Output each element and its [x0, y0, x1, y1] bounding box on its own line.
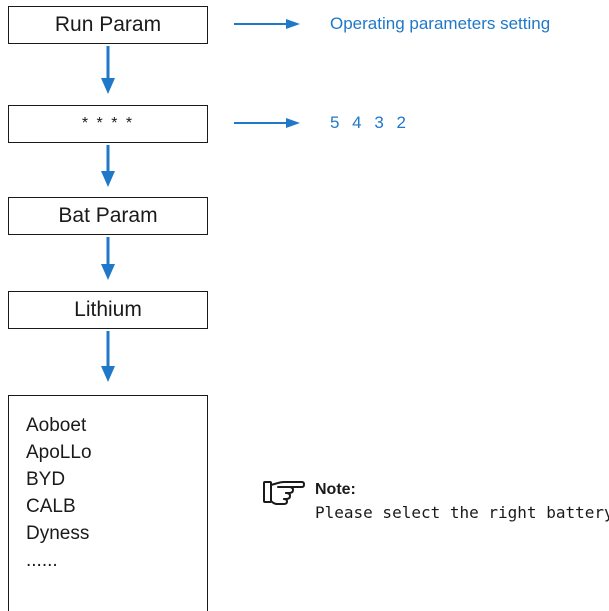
run-param-label: Run Param	[54, 13, 162, 36]
annotation-arrow-op	[234, 19, 300, 29]
list-item: BYD	[26, 469, 66, 490]
list-item-ellipsis: ......	[26, 550, 58, 571]
password-label: * * * *	[81, 115, 135, 132]
run-param-box: Run Param	[8, 6, 208, 44]
flow-arrow-4	[101, 331, 115, 382]
list-item: CALB	[26, 496, 76, 517]
note-title: Note:	[315, 481, 356, 498]
battery-brand-list: Aoboet ApoLLo BYD CALB Dyness ......	[8, 395, 208, 611]
lithium-box: Lithium	[8, 291, 208, 329]
pointing-hand-icon	[262, 476, 306, 511]
list-item: Aoboet	[26, 415, 87, 436]
flow-arrow-1	[101, 46, 115, 94]
flow-arrow-3	[101, 237, 115, 280]
note-text: Please select the right battery	[315, 503, 609, 522]
annotation-arrow-pw	[234, 118, 300, 128]
bat-param-label: Bat Param	[58, 204, 158, 227]
lithium-label: Lithium	[74, 298, 142, 321]
operating-parameters-annotation: Operating parameters setting	[330, 14, 551, 33]
password-annotation: 5 4 3 2	[330, 113, 406, 132]
list-item: Dyness	[26, 523, 90, 544]
list-item: ApoLLo	[26, 442, 92, 463]
bat-param-box: Bat Param	[8, 197, 208, 235]
flow-arrow-2	[101, 145, 115, 187]
password-box: * * * *	[8, 105, 208, 143]
